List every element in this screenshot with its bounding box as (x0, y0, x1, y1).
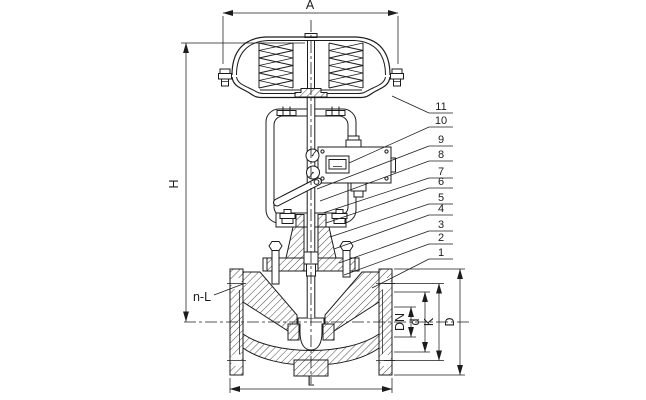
dimension-DN: DN (393, 306, 416, 338)
air-connector (347, 135, 360, 141)
callout-11: 11 (391, 95, 453, 114)
svg-text:4: 4 (438, 203, 444, 215)
svg-text:3: 3 (438, 219, 444, 231)
side-port (390, 157, 396, 173)
seat-right (322, 323, 335, 341)
part-callouts: 11 10 9 8 7 6 5 4 (316, 95, 453, 289)
spring-right (328, 42, 364, 89)
positioner-window (325, 155, 350, 174)
svg-text:1: 1 (438, 247, 444, 259)
svg-text:9: 9 (438, 134, 444, 146)
dimension-H: H (167, 42, 305, 322)
callout-2: 2 (343, 232, 453, 276)
dim-label-A: A (306, 0, 315, 12)
callout-6: 6 (325, 176, 453, 224)
bonnet-stud-left (268, 241, 283, 285)
callout-7: 7 (322, 166, 453, 214)
svg-text:2: 2 (438, 232, 444, 244)
dimension-L: L (229, 375, 393, 393)
spring-left (258, 42, 294, 89)
dim-label-nL: n-L (193, 290, 211, 304)
case-clamp-left (218, 68, 232, 87)
pressure-gauge-top (305, 148, 320, 163)
callout-9: 9 (316, 134, 453, 190)
dim-label-K: K (422, 317, 436, 326)
callout-4: 4 (333, 203, 453, 250)
gland-bolt-left (279, 209, 296, 224)
dimension-D: D (394, 268, 465, 376)
dim-label-L: L (308, 375, 315, 389)
pressure-gauge-bottom (306, 165, 320, 180)
svg-text:5: 5 (438, 192, 444, 204)
callout-3: 3 (338, 219, 453, 264)
svg-text:6: 6 (438, 176, 444, 188)
dimension-A: A (222, 0, 399, 64)
seat-left (287, 323, 300, 341)
callout-1: 1 (371, 247, 453, 289)
callout-10: 10 (348, 115, 453, 164)
dimension-d: d (394, 291, 430, 353)
dim-label-D: D (443, 317, 457, 326)
dim-label-d: d (408, 318, 422, 325)
callout-5: 5 (329, 192, 453, 238)
dimension-nL: n-L (193, 283, 244, 304)
valve-positioner (273, 135, 396, 207)
dimension-K: K (384, 283, 444, 361)
svg-text:10: 10 (435, 115, 447, 127)
svg-text:11: 11 (435, 101, 446, 113)
dim-label-H: H (167, 179, 181, 188)
svg-text:7: 7 (438, 166, 444, 178)
callout-8: 8 (319, 149, 453, 202)
case-clamp-right (390, 68, 404, 87)
dim-label-DN: DN (393, 313, 407, 331)
svg-text:8: 8 (438, 149, 444, 161)
